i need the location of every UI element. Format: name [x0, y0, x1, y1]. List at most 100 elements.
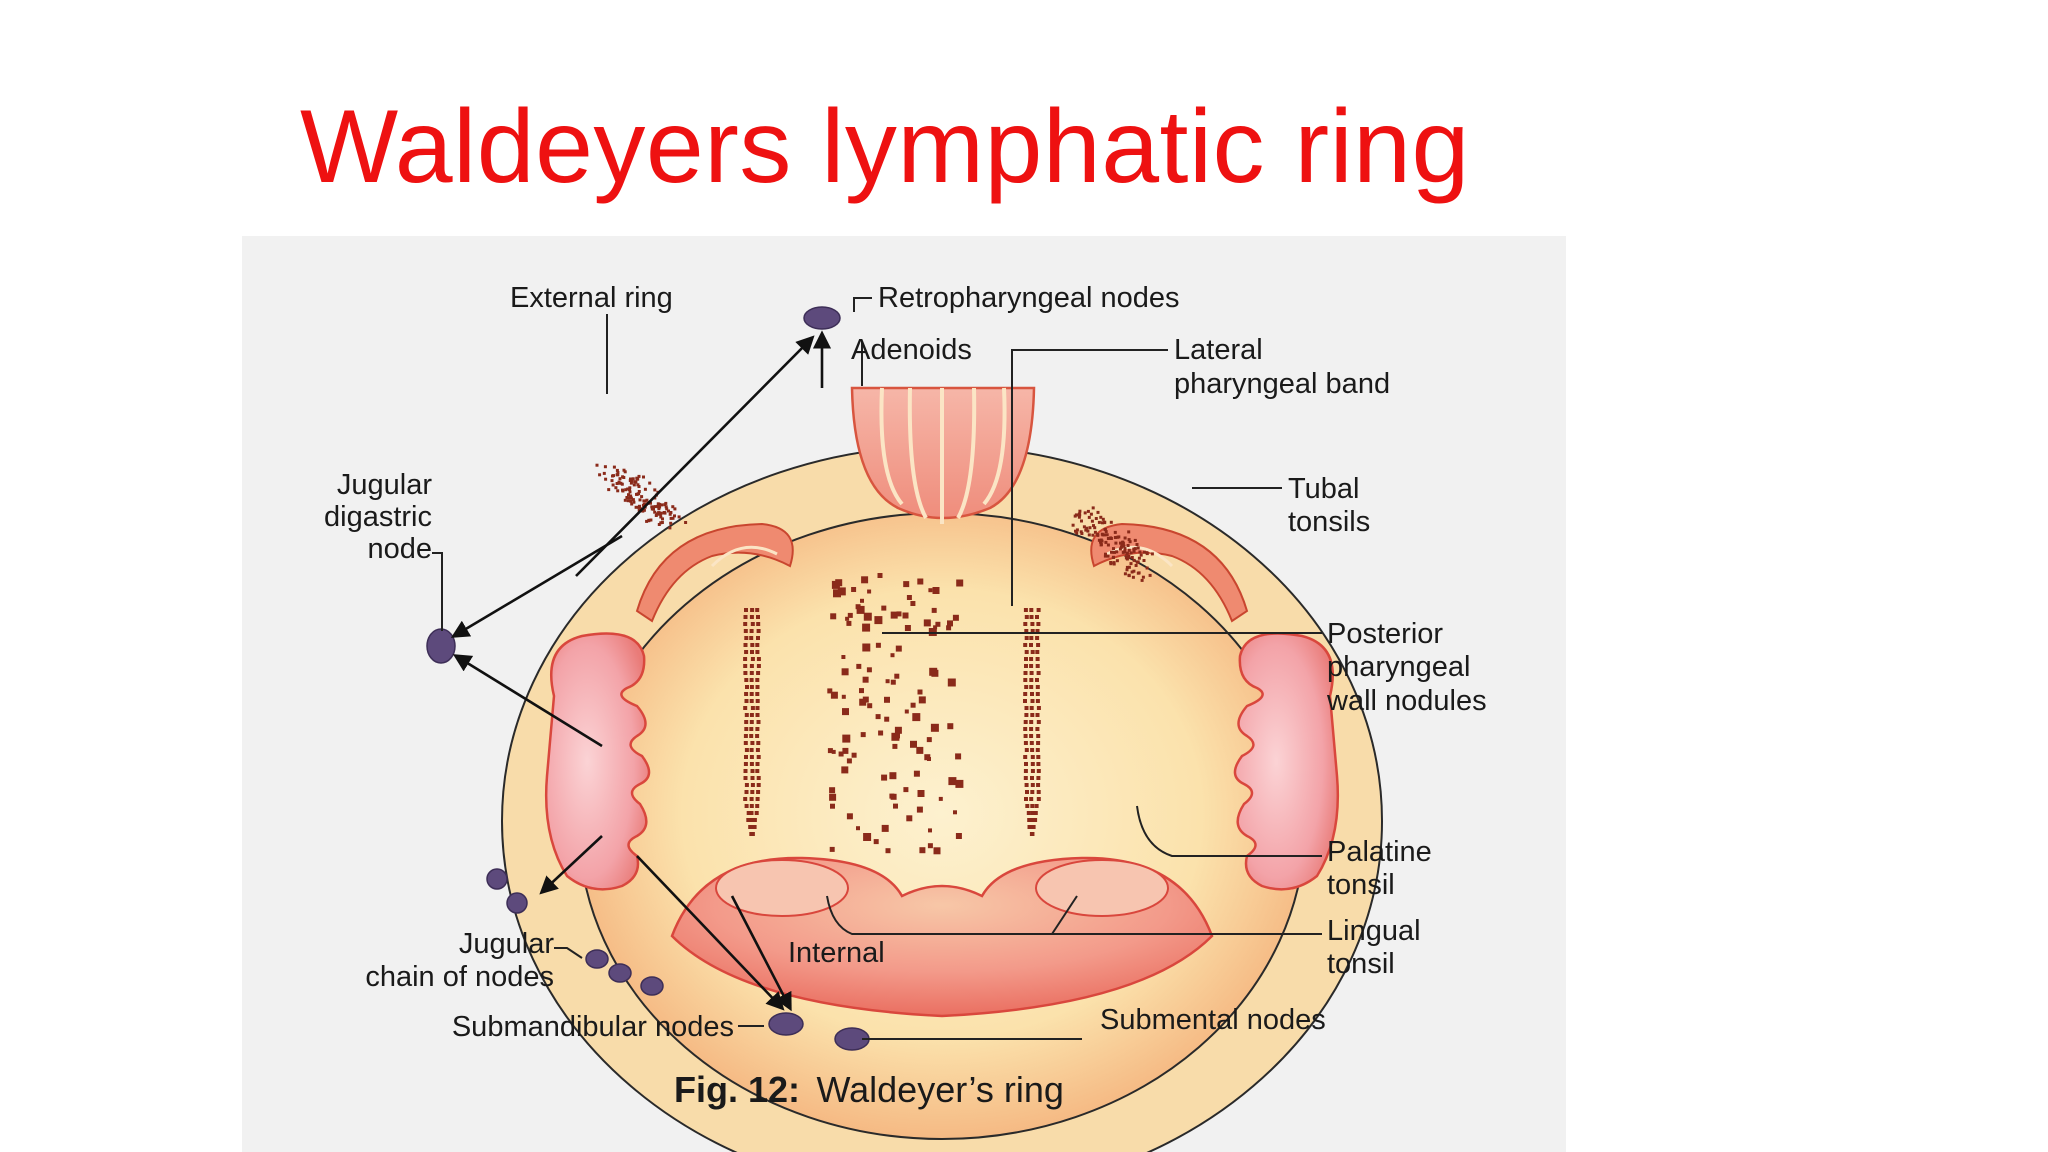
band-dot: [750, 769, 755, 773]
band-dot: [1024, 797, 1028, 801]
band-dot: [755, 748, 760, 752]
diagram-labels: External ring Retropharyngeal nodes Aden…: [324, 282, 1487, 1043]
wall-nodule: [932, 587, 940, 594]
wall-nodule: [860, 732, 866, 738]
tubal-dot: [1086, 529, 1090, 533]
tubal-dot: [1103, 527, 1107, 531]
tubal-dot: [1071, 523, 1075, 527]
tubal-dot: [637, 492, 641, 496]
tubal-dot: [1129, 551, 1133, 555]
tubal-dot: [628, 490, 632, 494]
wall-nodule: [955, 779, 964, 788]
tubal-dot: [668, 512, 672, 516]
tubal-dot: [657, 512, 660, 516]
wall-nodule: [956, 579, 964, 587]
tubal-dot: [1103, 533, 1106, 537]
tubal-dot: [1127, 573, 1131, 577]
band-dot: [1036, 797, 1041, 801]
caption-prefix: Fig. 12:: [674, 1069, 800, 1110]
wall-nodule: [892, 743, 898, 749]
band-dot: [743, 629, 748, 633]
band-dot: [1036, 762, 1041, 766]
tubal-dot: [1127, 548, 1131, 552]
band-dot: [1033, 811, 1038, 815]
band-dot: [744, 783, 749, 787]
band-dot: [1036, 734, 1041, 738]
band-dot: [752, 818, 757, 822]
tubal-dot: [1090, 519, 1094, 523]
band-dot: [1029, 615, 1034, 619]
adenoids-shape: [850, 386, 1036, 524]
band-dot: [755, 685, 760, 689]
label-submental-nodes: Submental nodes: [1100, 1004, 1326, 1036]
tubal-dot: [628, 488, 631, 491]
tubal-dot: [630, 479, 634, 483]
tubal-dot: [667, 509, 670, 513]
tubal-dot: [617, 480, 621, 484]
tubal-dot: [1077, 515, 1081, 519]
tubal-dot: [1125, 552, 1129, 556]
tubal-dot: [645, 519, 649, 523]
wall-nodule: [910, 601, 916, 606]
tubal-dot: [1122, 544, 1126, 548]
tubal-dot: [1079, 530, 1083, 534]
tubal-dot: [665, 507, 669, 511]
tubal-dot: [664, 505, 668, 509]
tubal-dot: [632, 500, 636, 504]
band-dot: [1027, 825, 1032, 829]
tubal-dot: [657, 511, 661, 515]
tubal-dot: [1084, 528, 1088, 532]
band-dot: [745, 685, 749, 689]
wall-nodule: [856, 826, 860, 831]
band-dot: [1029, 664, 1034, 668]
tubal-dot: [623, 498, 627, 502]
wall-nodule: [862, 643, 871, 652]
wall-nodule: [955, 753, 962, 760]
tubal-dot: [616, 489, 620, 493]
tubal-dot: [598, 473, 602, 477]
wall-nodule: [947, 620, 953, 627]
band-dot: [1024, 629, 1029, 633]
tubal-dot: [1133, 547, 1137, 551]
wall-nodule: [910, 702, 916, 708]
tubal-dot: [611, 483, 615, 487]
band-dot: [756, 671, 761, 675]
wall-nodule: [933, 847, 941, 855]
band-dot: [743, 615, 748, 619]
pharynx-inner-field: [578, 512, 1306, 1140]
band-dot: [1029, 734, 1034, 738]
wall-nodule: [890, 653, 895, 658]
tubal-dot: [631, 477, 635, 481]
tubal-dot: [653, 488, 657, 492]
caption-text: Waldeyer’s ring: [816, 1069, 1063, 1110]
tubal-dot: [616, 473, 620, 477]
tubal-dot: [661, 517, 664, 521]
wall-nodule: [842, 708, 849, 716]
band-dot: [750, 741, 755, 745]
band-dot: [749, 671, 754, 675]
wall-nodule: [847, 612, 853, 618]
figure-caption: Fig. 12: Waldeyer’s ring: [674, 1069, 1064, 1110]
tubal-dot: [611, 474, 614, 478]
tubal-dot: [647, 518, 651, 522]
tubal-dot: [1109, 536, 1113, 540]
tubal-dot: [1148, 573, 1152, 577]
band-dot: [756, 636, 760, 640]
band-dot: [755, 804, 760, 808]
drainage-arrows: [450, 330, 832, 1012]
wall-nodule: [906, 595, 912, 600]
tubal-dot: [650, 507, 654, 511]
tubal-dot: [622, 468, 626, 472]
wall-nodule: [906, 815, 913, 822]
band-dot: [744, 699, 749, 703]
band-dot: [755, 699, 760, 703]
tubal-dot: [1106, 554, 1110, 558]
tubal-dot: [1103, 554, 1107, 558]
lateral-pharyngeal-band-right: [1023, 608, 1041, 836]
wall-nodule: [875, 714, 881, 720]
band-dot: [1035, 699, 1040, 703]
lateral-pharyngeal-band-left: [743, 608, 761, 836]
tubal-dot: [1109, 520, 1113, 524]
band-dot: [749, 713, 754, 717]
tubal-dot: [1118, 547, 1122, 551]
